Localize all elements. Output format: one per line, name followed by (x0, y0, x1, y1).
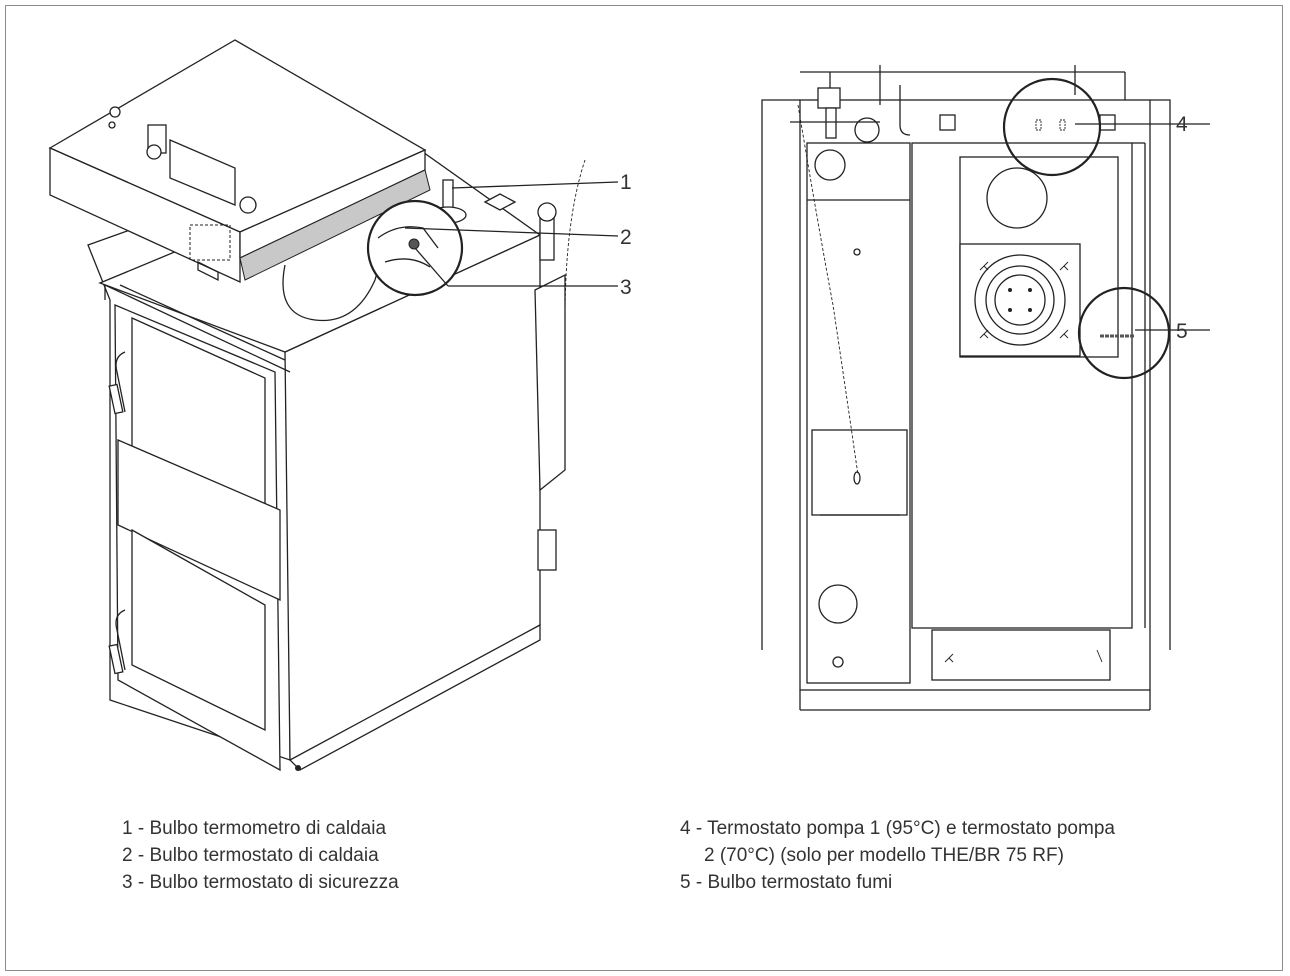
legend-item-4-line1: 4 - Termostato pompa 1 (95°C) e termosta… (680, 818, 1115, 839)
legend-item-3: 3 - Bulbo termostato di sicurezza (122, 872, 399, 893)
legend-item-2: 2 - Bulbo termostato di caldaia (122, 845, 379, 866)
boiler-isometric-view (48, 39, 619, 772)
callout-3: 3 (620, 276, 632, 299)
figure-frame (5, 5, 1283, 971)
legend-right: 4 - Termostato pompa 1 (95°C) e termosta… (680, 815, 1115, 896)
callout-4: 4 (1176, 113, 1188, 136)
legend-item-1: 1 - Bulbo termometro di caldaia (122, 818, 387, 839)
legend-left: 1 - Bulbo termometro di caldaia 2 - Bulb… (122, 815, 399, 896)
callout-1: 1 (620, 171, 632, 194)
boiler-front-view (761, 65, 1210, 711)
legend-item-5: 5 - Bulbo termostato fumi (680, 872, 893, 893)
legend-item-4-line2: 2 (70°C) (solo per modello THE/BR 75 RF) (704, 845, 1064, 866)
callout-2: 2 (620, 226, 632, 249)
callout-5: 5 (1176, 320, 1188, 343)
